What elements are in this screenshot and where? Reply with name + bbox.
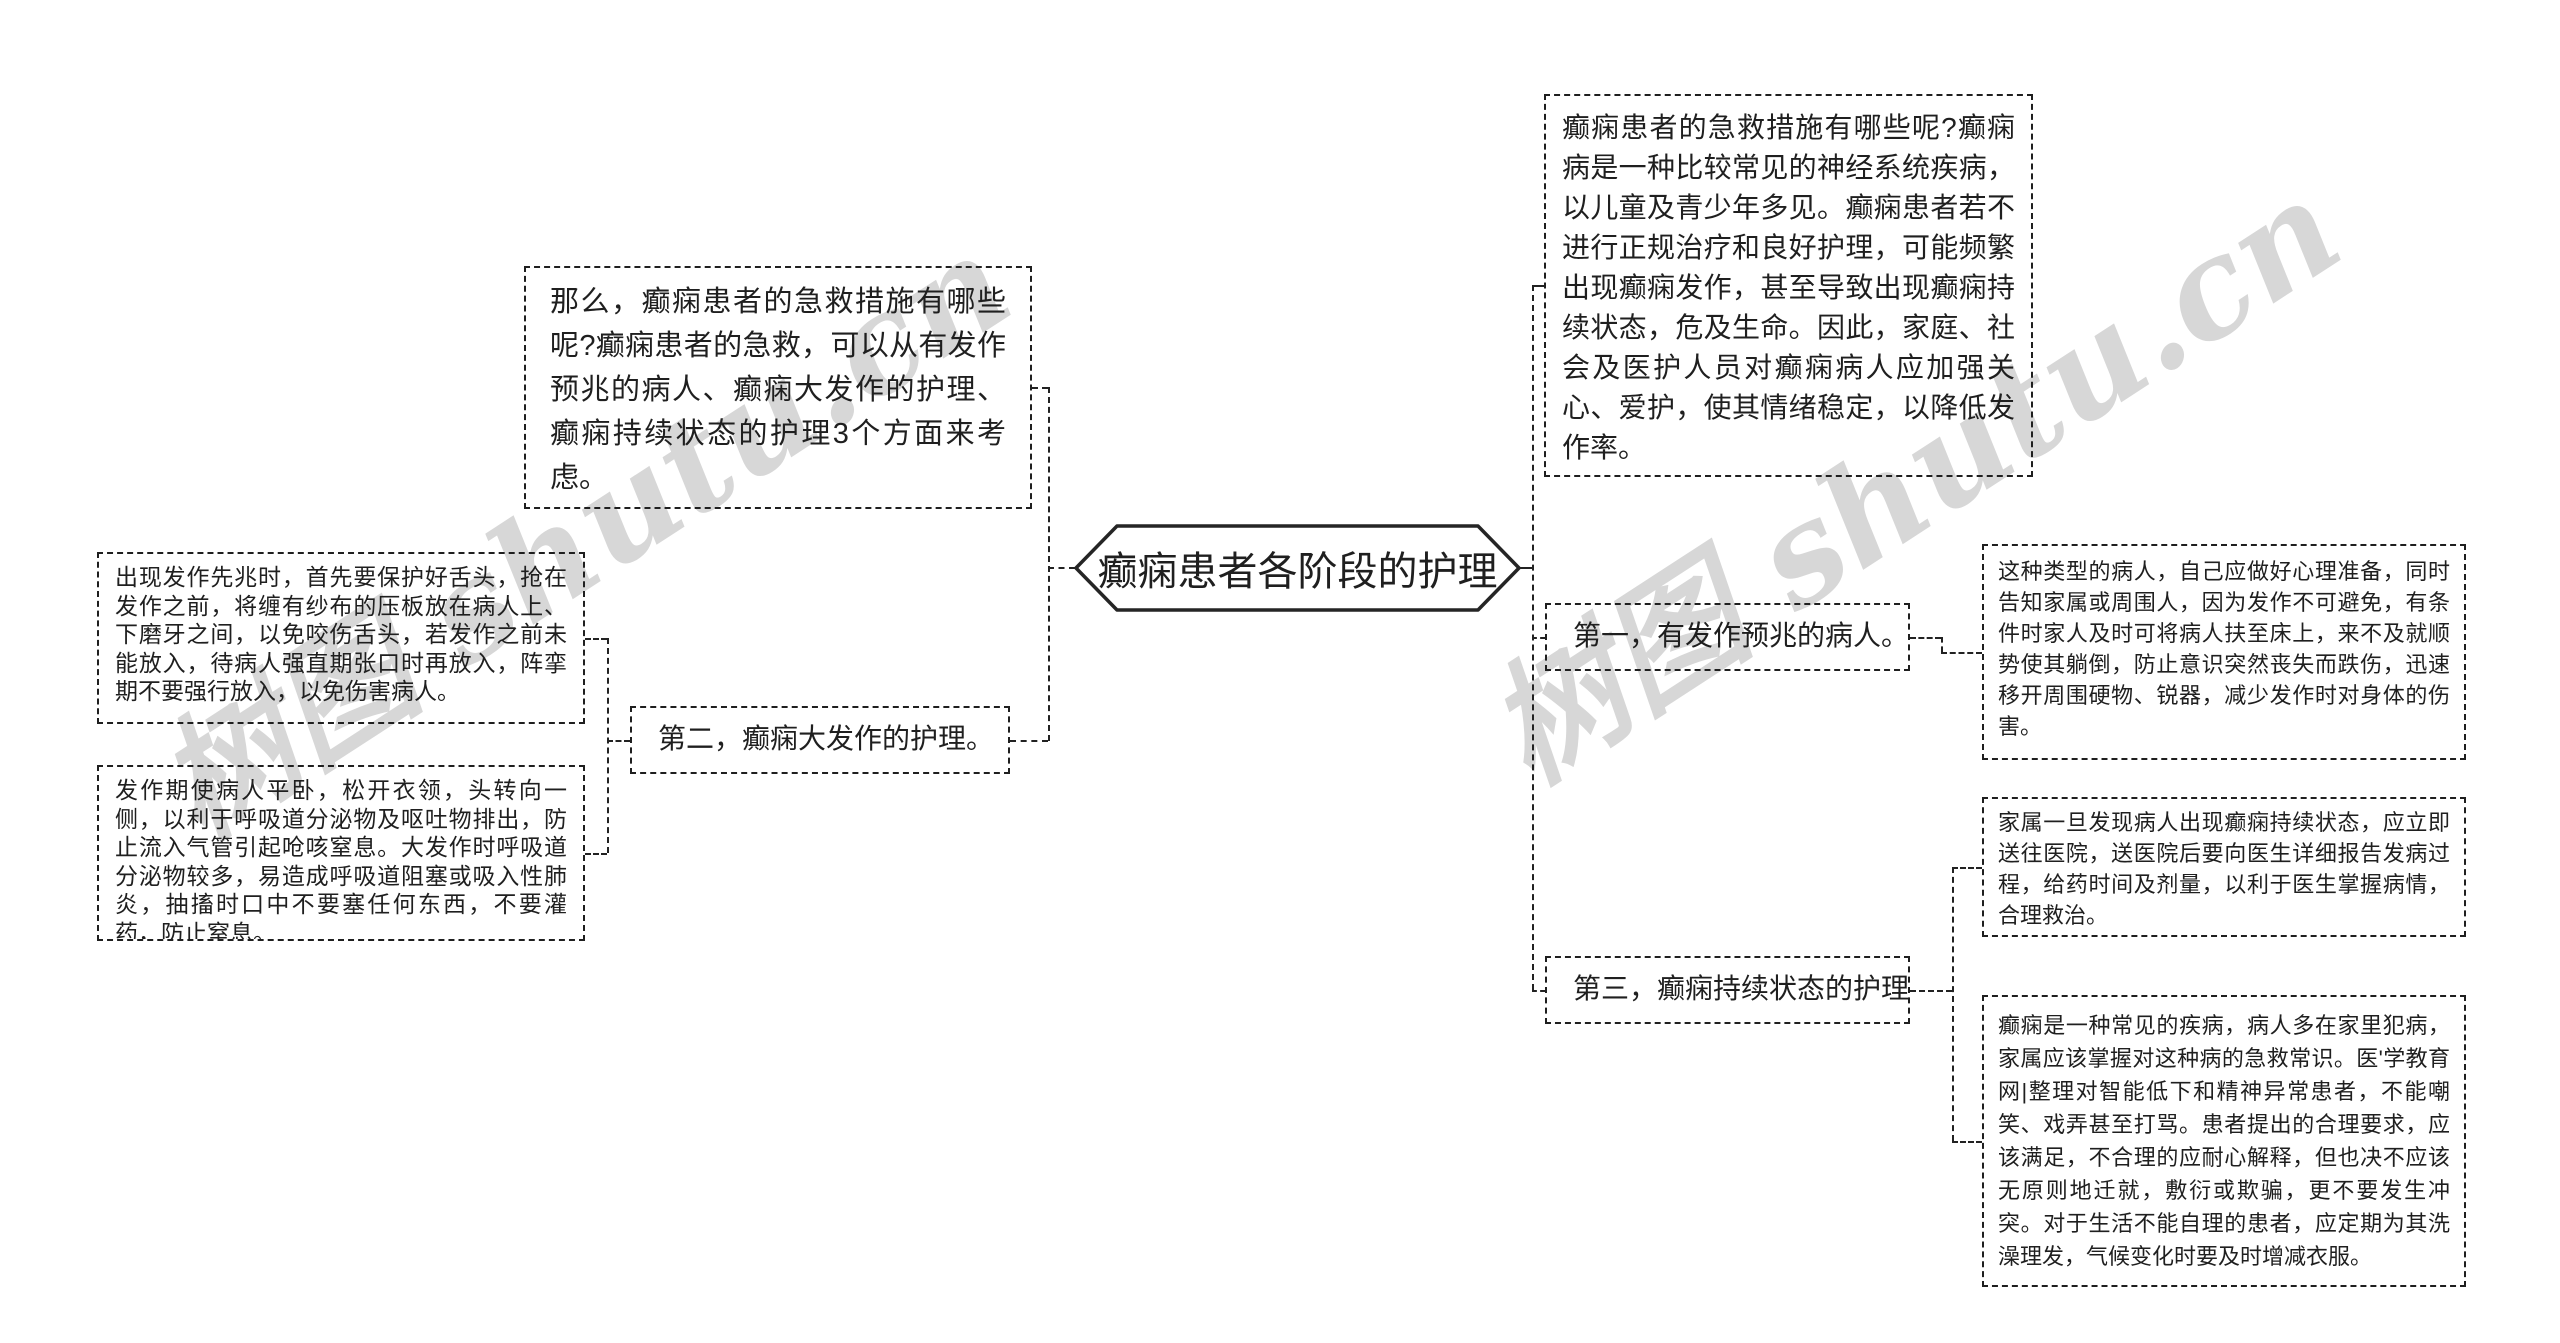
connector-leaf-status-stub [1952,867,1982,869]
connector-branch-second-right-stub [1010,740,1048,742]
connector-left-trunk [1048,387,1050,741]
node-intro-overview[interactable]: 癫痫患者的急救措施有哪些呢?癫痫病是一种比较常见的神经系统疾病，以儿童及青少年多… [1544,94,2033,477]
connector-intro-left-stub [1032,387,1048,389]
node-seizure-care[interactable]: 发作期使病人平卧，松开衣领，头转向一侧，以利于呼吸道分泌物及呕吐物排出，防止流入… [97,765,585,941]
node-daily-care[interactable]: 癫痫是一种常见的疾病，病人多在家里犯病，家属应该掌握对这种病的急救常识。医'学教… [1982,995,2466,1287]
connector-leaf-daily-stub [1952,1141,1982,1143]
node-prodrome-patient[interactable]: 这种类型的病人，自己应做好心理准备，同时告知家属或周围人，因为发作不可避免，有条… [1982,544,2466,760]
node-aura-care[interactable]: 出现发作先兆时，首先要保护好舌头，抢在发作之前，将缠有纱布的压板放在病人上、下磨… [97,552,585,724]
node-branch-second[interactable]: 第二，癫痫大发作的护理。 [630,706,1010,774]
root-title: 癫痫患者各阶段的护理 [1097,550,1498,594]
connector-root-left-stub [1048,567,1075,569]
connector-branch-second-left-stub [607,740,630,742]
connector-branch-third-left-stub [1532,990,1545,992]
connector-leaf-seizure-stub [585,853,607,855]
root-hexagon-shape [1074,524,1521,612]
connector-branch-first-left-stub [1532,637,1545,639]
node-branch-third[interactable]: 第三，癫痫持续状态的护理 [1545,956,1910,1024]
connector-leaf-aura-stub [585,638,607,640]
node-branch-first[interactable]: 第一，有发作预兆的病人。 [1545,603,1910,671]
connector-intro-right-stub [1532,285,1544,287]
connector-first-elbow-v [1941,637,1943,652]
connector-first-elbow-h2 [1941,652,1982,654]
connector-first-elbow-h1 [1910,637,1941,639]
connector-third-subtrunk [1952,867,1954,1141]
node-status-hospital[interactable]: 家属一旦发现病人出现癫痫持续状态，应立即送往医院，送医院后要向医生详细报告发病过… [1982,797,2466,937]
connector-root-right-stub [1520,567,1532,569]
root-node[interactable]: 癫痫患者各阶段的护理 [1073,522,1522,614]
node-intro-summary[interactable]: 那么，癫痫患者的急救措施有哪些呢?癫痫患者的急救，可以从有发作预兆的病人、癫痫大… [524,266,1032,509]
connector-third-right-stub [1910,990,1952,992]
watermark-shutu-bottom: 树图 shutu.cn [215,1290,1130,1343]
connector-second-subtrunk [607,638,609,853]
